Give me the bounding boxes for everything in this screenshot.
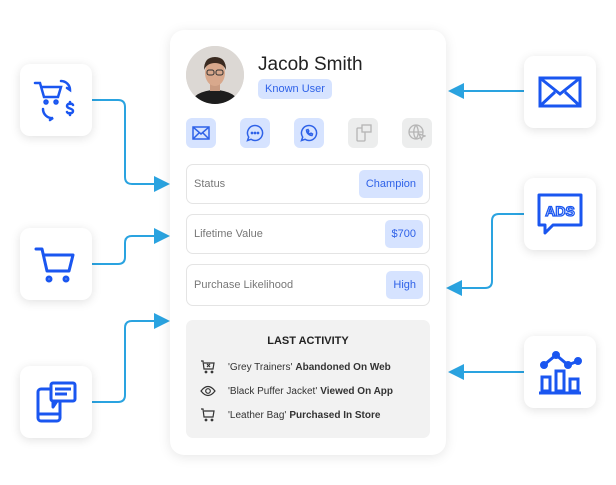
cart-exchange-icon	[33, 79, 75, 122]
svg-text:ADS: ADS	[545, 203, 575, 219]
activity-item-name: 'Leather Bag'	[228, 409, 287, 421]
activity-item-name: 'Grey Trainers'	[228, 361, 293, 373]
cart-icon	[34, 247, 75, 283]
attribute-label: Purchase Likelihood	[194, 279, 294, 291]
attribute-value: $700	[384, 220, 423, 248]
channel-web-button[interactable]	[402, 118, 432, 148]
customer-profile-card: Jacob Smith Known User Status Champion Li…	[170, 30, 446, 455]
last-activity-panel: LAST ACTIVITY 'Grey Trainers'Abandoned O…	[186, 320, 430, 438]
activity-item-name: 'Black Puffer Jacket'	[228, 385, 318, 397]
channel-mobile-message-button[interactable]	[348, 118, 378, 148]
mail-icon	[192, 126, 210, 140]
attribute-purchase-likelihood: Purchase Likelihood High	[186, 264, 430, 306]
analytics-source	[524, 336, 596, 408]
last-activity-title: LAST ACTIVITY	[267, 335, 349, 347]
attribute-label: Status	[194, 178, 226, 190]
activity-item: 'Black Puffer Jacket'Viewed On App	[200, 379, 430, 403]
cart-exchange-source	[20, 64, 92, 136]
cart-abandoned-icon	[200, 360, 218, 374]
chart-icon	[539, 351, 582, 395]
eye-icon	[200, 385, 218, 397]
mobile-chat-source	[20, 366, 92, 438]
attribute-value: High	[386, 271, 423, 299]
attribute-status: Status Champion	[186, 164, 430, 204]
known-user-badge: Known User	[258, 79, 332, 99]
attribute-value: Champion	[358, 170, 423, 198]
customer-name: Jacob Smith	[258, 54, 363, 75]
mobile-chat-icon	[36, 381, 77, 423]
cart-source	[20, 228, 92, 300]
chat-icon	[246, 124, 264, 142]
channel-chat-button[interactable]	[240, 118, 270, 148]
ads-icon: ADS	[537, 193, 583, 235]
attribute-label: Lifetime Value	[194, 228, 263, 240]
email-source	[524, 56, 596, 128]
activity-item: 'Grey Trainers'Abandoned On Web	[200, 355, 430, 379]
channel-email-button[interactable]	[186, 118, 216, 148]
activity-action: Viewed On App	[320, 385, 394, 397]
activity-action: Purchased In Store	[289, 409, 381, 421]
web-icon	[408, 124, 426, 142]
activity-action: Abandoned On Web	[295, 361, 391, 373]
channel-whatsapp-button[interactable]	[294, 118, 324, 148]
whatsapp-icon	[300, 124, 318, 142]
ads-source: ADS	[524, 178, 596, 250]
cart-icon	[200, 408, 218, 422]
activity-item: 'Leather Bag'Purchased In Store	[200, 403, 430, 427]
mail-icon	[538, 76, 582, 108]
attribute-lifetime-value: Lifetime Value $700	[186, 214, 430, 254]
avatar	[186, 46, 244, 104]
mobile-message-icon	[356, 124, 372, 142]
